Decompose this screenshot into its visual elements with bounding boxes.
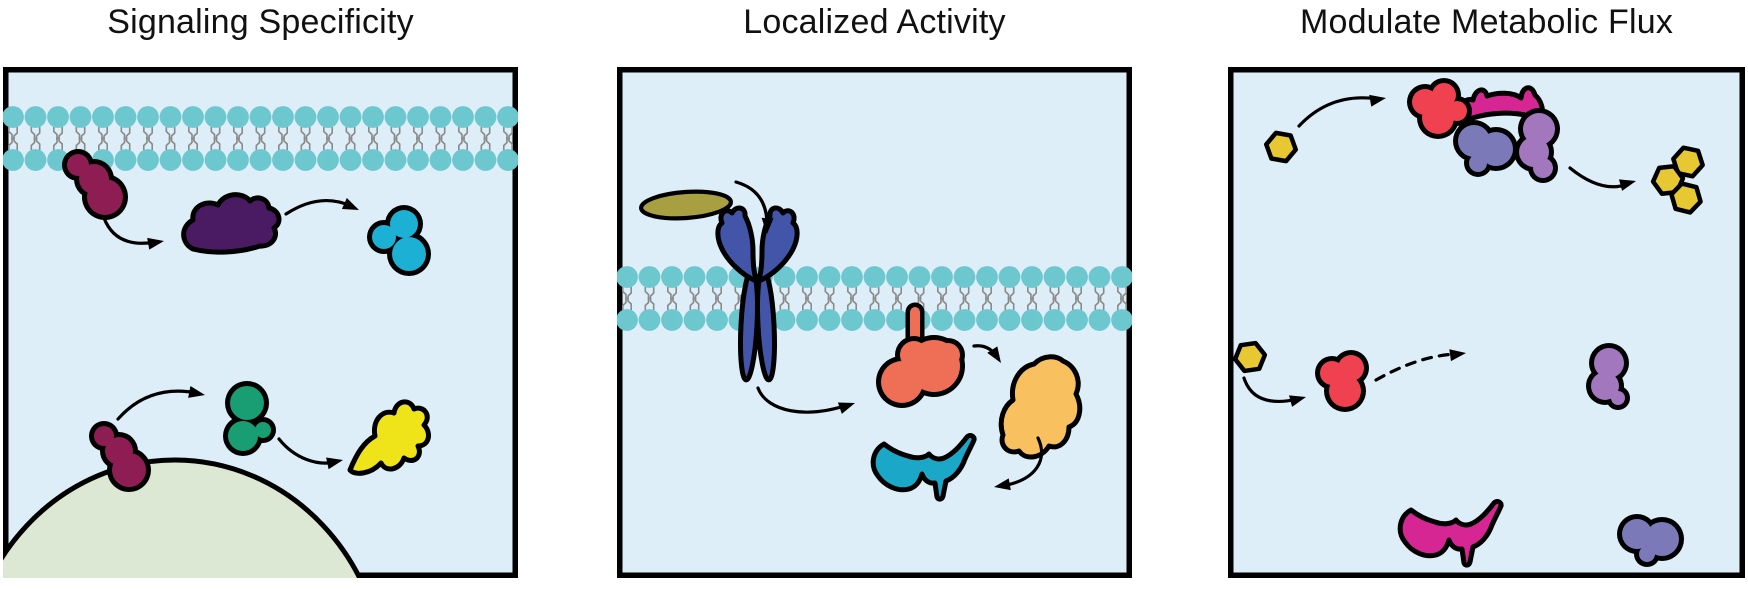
panel-title: Modulate Metabolic Flux: [1299, 3, 1674, 41]
arrowhead: [188, 386, 205, 398]
arrow-substrate-to-red-enzyme: [1242, 376, 1300, 404]
yellow-effector: [347, 399, 432, 476]
panel-modulate-metabolic-flux-canvas: [1228, 67, 1745, 578]
arrow-amber-to-teal: [1000, 436, 1044, 488]
panel-title: Signaling Specificity: [107, 3, 414, 41]
teal-butterfly-protein: [870, 433, 977, 502]
metabolite-hexagon-substrate-top: [1263, 130, 1299, 164]
red-enzyme-cluster: [1407, 78, 1472, 139]
arrowhead: [147, 237, 164, 250]
amber-substrate: [998, 354, 1083, 460]
panel-modulate-metabolic-flux: Modulate Metabolic Flux: [1228, 3, 1745, 578]
cyan-effector: [367, 205, 431, 276]
panel-title: Localized Activity: [743, 3, 1006, 41]
localized-arrows: [734, 180, 1044, 491]
panel-signaling-specificity: Signaling Specificity: [3, 3, 518, 578]
panel-localized-activity: Localized Activity: [617, 3, 1132, 578]
arrowhead: [1618, 179, 1636, 191]
magenta-butterfly-free: [1397, 499, 1504, 568]
slate-purple-enzyme-free: [1617, 514, 1684, 567]
plasma-membrane: [617, 266, 1132, 331]
flux-arrows: [1242, 94, 1636, 407]
light-purple-enzyme-cluster: [1514, 108, 1560, 183]
light-purple-enzyme-free: [1586, 343, 1630, 410]
dark-purple-effector: [181, 192, 282, 255]
metabolite-hexagon-product-1: [1671, 145, 1705, 179]
enzyme-metabolon-cluster: [1407, 78, 1560, 183]
arrowhead: [994, 478, 1011, 491]
signaling-arrows: [102, 198, 359, 470]
coral-anchored-enzyme: [876, 302, 965, 408]
arrowhead: [1288, 395, 1306, 407]
arrow-maroon-to-green: [116, 389, 199, 421]
panel-localized-activity-canvas: [617, 67, 1132, 578]
arrow-substrate-to-cluster: [1297, 96, 1380, 128]
arrow-slow-flux-dashed: [1374, 352, 1460, 382]
arrowhead: [341, 198, 359, 210]
panel-signaling-specificity-canvas: [3, 67, 518, 578]
arrowhead: [1369, 94, 1386, 107]
arrowhead: [837, 402, 855, 414]
receptor-arm-left: [715, 205, 759, 283]
metabolite-hexagon-product-3: [1669, 181, 1703, 215]
coral-enzyme-body: [876, 335, 965, 408]
maroon-protein-membrane: [62, 149, 128, 220]
green-effector: [223, 381, 276, 456]
arrowhead: [1449, 349, 1466, 362]
slate-purple-enzyme-cluster: [1453, 120, 1518, 177]
arrowhead: [326, 457, 343, 470]
arrowhead: [761, 217, 774, 234]
ligand-olive-disc: [639, 189, 733, 221]
arrowhead: [987, 346, 1001, 363]
red-enzyme-free: [1315, 350, 1369, 412]
vesicle-dome: [3, 457, 363, 578]
metabolite-hexagons: [1232, 130, 1705, 374]
metabolite-hexagon-substrate-bottom: [1232, 340, 1268, 374]
arrow-receptor-to-coral: [756, 386, 849, 414]
plasma-membrane: [3, 106, 518, 171]
maroon-protein-vesicle: [89, 421, 151, 492]
